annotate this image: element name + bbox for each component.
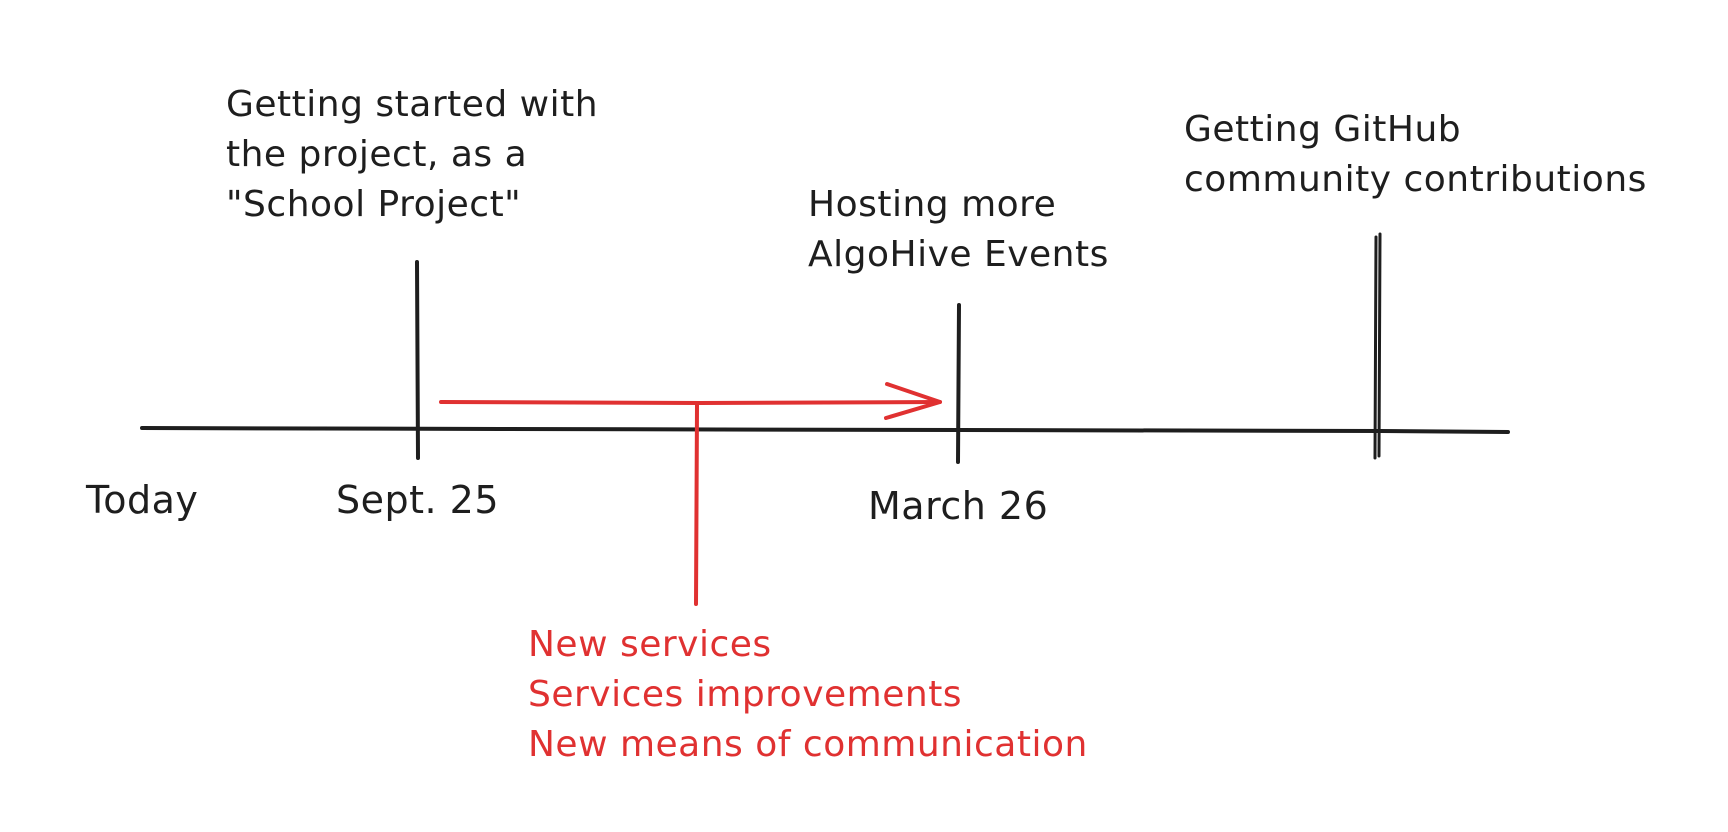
description-line: the project, as a [226, 134, 528, 175]
progress-arrow-head [884, 382, 942, 420]
timeline-axis [140, 426, 1510, 434]
callout-item: New services [528, 624, 772, 665]
description-line: Hosting more [808, 184, 1057, 225]
description-line: "School Project" [226, 184, 522, 225]
description-line: Getting started with [226, 84, 599, 125]
tick-future [1373, 232, 1382, 460]
progress-arrow [439, 400, 942, 406]
description-line: Getting GitHub [1184, 109, 1462, 150]
callout-item: New means of communication [528, 724, 1088, 765]
description-line: community contributions [1184, 159, 1647, 200]
tick-march26 [956, 303, 961, 464]
date-label-sept25: Sept. 25 [336, 478, 500, 522]
callout-connector [694, 403, 699, 606]
description-line: AlgoHive Events [808, 234, 1109, 275]
date-label-march26: March 26 [868, 484, 1049, 528]
date-label-today: Today [86, 478, 199, 522]
tick-sept25 [415, 260, 420, 460]
callout-item: Services improvements [528, 674, 963, 715]
